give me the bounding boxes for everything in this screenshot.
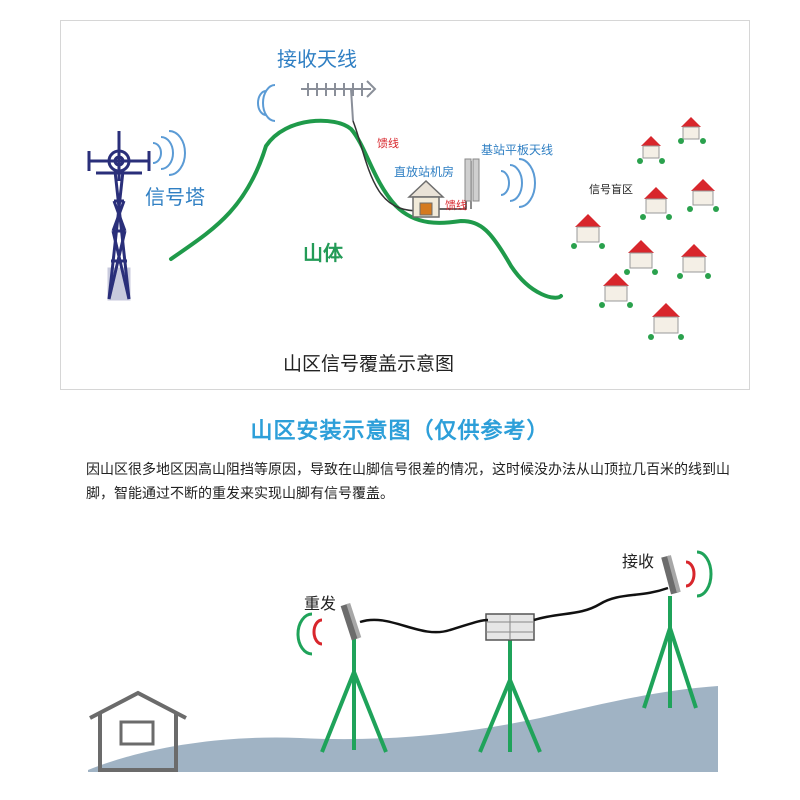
repeater-room-icon	[407, 179, 445, 218]
receive-panel-antenna-icon	[661, 555, 681, 595]
receive-stand	[642, 596, 698, 709]
mountain-coverage-diagram: 接收天线 信号塔 馈线 馈线 直放站机房 基站平板天线 信号盲区 山体 山区信号…	[60, 20, 750, 390]
house-icon	[644, 187, 668, 214]
panel-antenna-icon	[464, 158, 480, 209]
feeder-label-2: 馈线	[445, 199, 467, 212]
panel-antenna-label: 基站平板天线	[481, 143, 554, 157]
section-description: 因山区很多地区因高山阻挡等原因，导致在山脚信号很差的情况，这时候没办法从山顶拉几…	[86, 462, 730, 502]
house-icon	[641, 136, 661, 159]
repeater-room-label: 直放站机房	[394, 165, 455, 179]
house-icon	[652, 303, 680, 334]
mountain-label: 山体	[303, 241, 343, 265]
house-icons	[575, 117, 715, 334]
house-icon	[603, 273, 629, 302]
house-icon	[681, 244, 707, 273]
feeder-cable-2	[433, 201, 467, 210]
mountain-coverage-drawing	[87, 80, 719, 340]
receive-signal-wave-icon	[685, 560, 696, 588]
house-icon	[691, 179, 715, 206]
resend-stand	[320, 638, 388, 753]
resend-panel-antenna-icon	[340, 603, 362, 641]
resend-label: 重发	[304, 594, 337, 613]
resend-signal-wave-icon-2	[296, 612, 313, 656]
receive-label: 接收	[622, 552, 655, 571]
repeater-stand	[478, 640, 542, 753]
receive-antenna-label: 接收天线	[277, 47, 357, 71]
section-title: 山区安装示意图（仅供参考）	[250, 419, 550, 444]
signal-tower-icon	[87, 131, 151, 301]
resend-signal-wave-icon	[312, 618, 323, 646]
cable-repeater-to-receive	[533, 586, 669, 622]
cable-resend-to-repeater	[359, 618, 489, 634]
house-icon	[575, 214, 601, 243]
mountain-outline	[169, 118, 563, 300]
house-icon	[628, 240, 654, 269]
house-outline-icon	[89, 690, 187, 772]
antenna-signal-wave-icon	[257, 84, 276, 122]
diagram-caption: 山区信号覆盖示意图	[283, 353, 455, 375]
panel-antenna-wave-icon	[500, 158, 536, 208]
blind-zone-label: 信号盲区	[589, 183, 633, 196]
signal-tower-label: 信号塔	[145, 185, 205, 209]
house-icon	[681, 117, 701, 140]
tree-icons	[571, 138, 719, 340]
feeder-cable	[352, 120, 422, 212]
receive-signal-wave-icon-2	[696, 550, 713, 598]
ground-hill	[88, 686, 718, 772]
feeder-label-1: 馈线	[377, 137, 399, 150]
repeater-unit-icon	[485, 613, 535, 641]
tower-signal-wave-icon	[152, 130, 186, 176]
yagi-antenna-icon	[301, 80, 377, 122]
